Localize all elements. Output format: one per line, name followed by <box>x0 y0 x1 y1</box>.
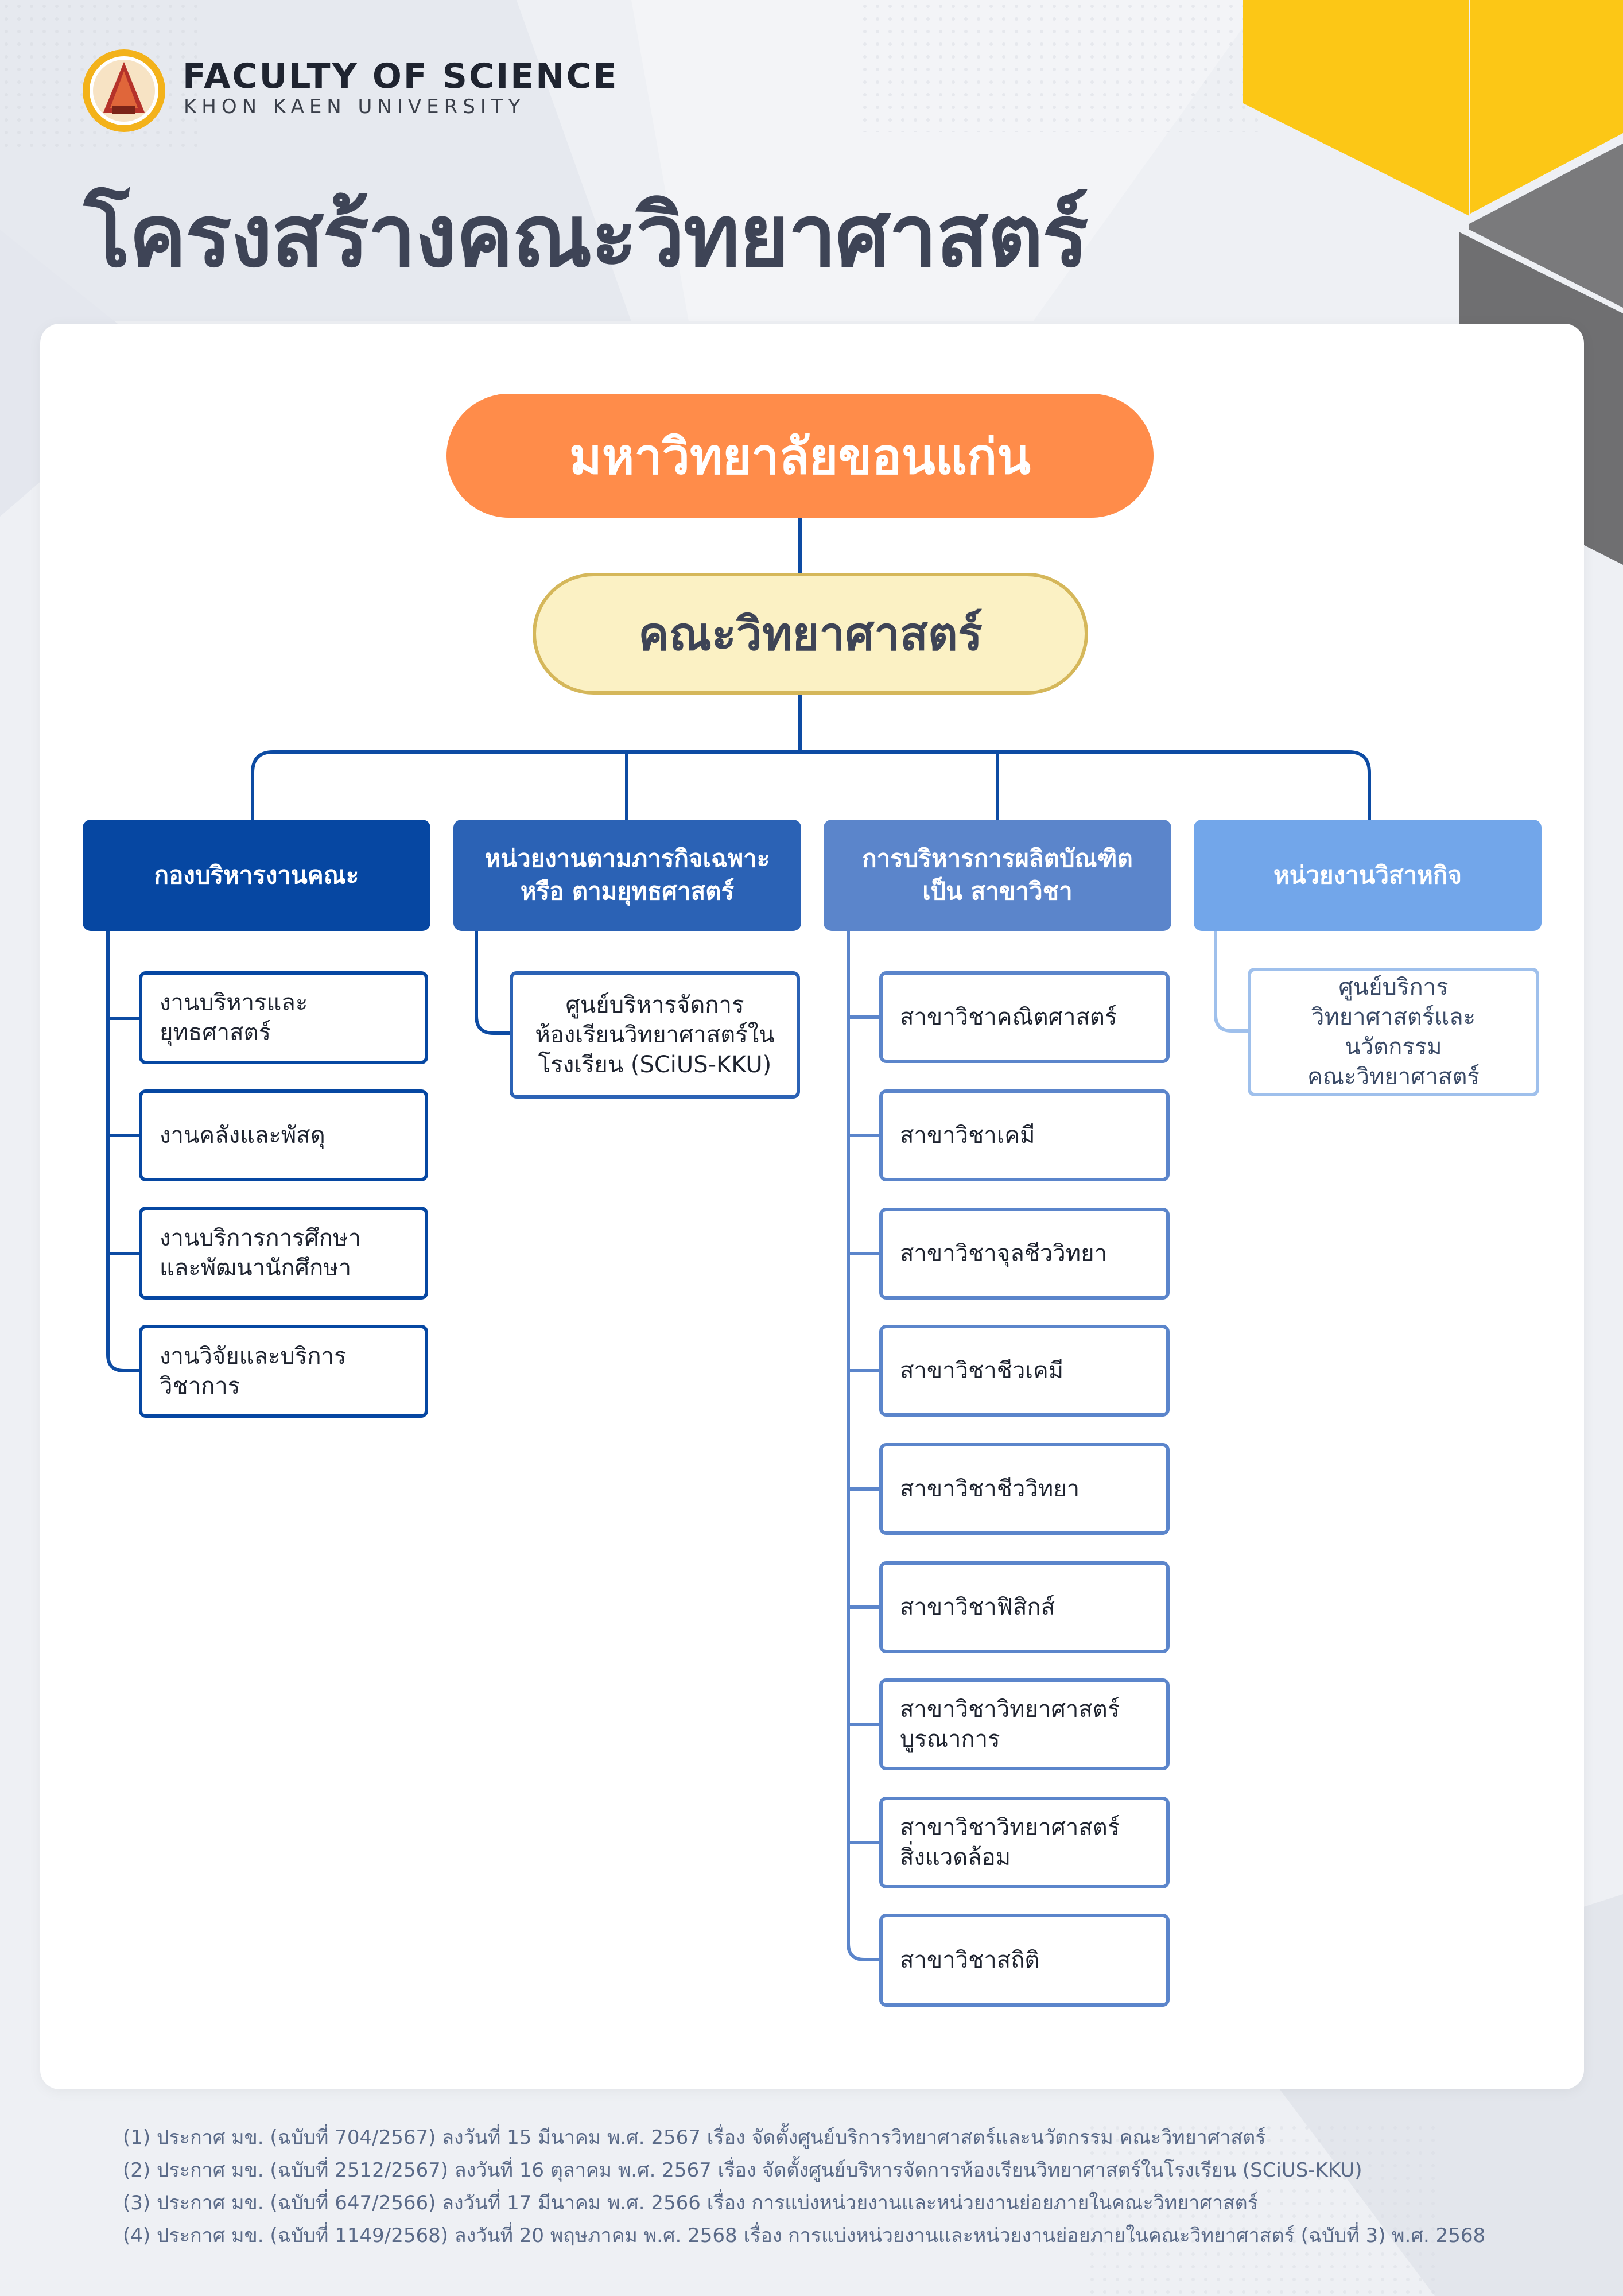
brand-subtitle: KHON KAEN UNIVERSITY <box>184 95 526 118</box>
division-strategic-units: หน่วยงานตามภารกิจเฉพาะ หรือ ตามยุทธศาสตร… <box>453 820 801 931</box>
unit-label: งานบริการการศึกษา และพัฒนานักศึกษา <box>160 1225 361 1281</box>
unit-label: สาขาวิชาวิทยาศาสตร์ บูรณาการ <box>900 1696 1120 1752</box>
unit-box: งานบริหารและยุทธศาสตร์ <box>139 971 428 1064</box>
division-administration: กองบริหารงานคณะ <box>83 820 430 931</box>
unit-box: งานวิจัยและบริการ วิชาการ <box>139 1325 428 1418</box>
unit-box: ศูนย์บริการ วิทยาศาสตร์และนวัตกรรม คณะวิ… <box>1248 968 1539 1096</box>
unit-label: ศูนย์บริหารจัดการ ห้องเรียนวิทยาศาสตร์ใน… <box>535 992 775 1078</box>
connector-division-2-units <box>475 929 512 1035</box>
brand-name: FACULTY OF SCIENCE <box>183 56 619 96</box>
unit-box: สาขาวิชาชีววิทยา <box>879 1443 1170 1535</box>
unit-label: สาขาวิชาชีวเคมี <box>900 1358 1064 1384</box>
unit-box: งานบริการการศึกษา และพัฒนานักศึกษา <box>139 1207 428 1300</box>
unit-box: ศูนย์บริหารจัดการ ห้องเรียนวิทยาศาสตร์ใน… <box>510 971 800 1099</box>
unit-label: สาขาวิชาฟิสิกส์ <box>900 1594 1055 1620</box>
yellow-block-right <box>1470 0 1623 214</box>
unit-box: สาขาวิชาวิทยาศาสตร์ บูรณาการ <box>879 1678 1170 1770</box>
unit-label: งานคลังและพัสดุ <box>160 1122 325 1149</box>
unit-label: สาขาวิชาชีววิทยา <box>900 1476 1080 1502</box>
unit-label: สาขาวิชาวิทยาศาสตร์ สิ่งแวดล้อม <box>900 1814 1120 1871</box>
gray-block-top <box>1469 144 1623 308</box>
unit-box: งานคลังและพัสดุ <box>139 1089 428 1181</box>
unit-box: สาขาวิชาชีวเคมี <box>879 1325 1170 1417</box>
unit-box: สาขาวิชาเคมี <box>879 1089 1170 1181</box>
unit-box: สาขาวิชาคณิตศาสตร์ <box>879 971 1170 1063</box>
division-label: หน่วยงานวิสาหกิจ <box>1273 860 1462 889</box>
unit-label: สาขาวิชาคณิตศาสตร์ <box>900 1004 1117 1030</box>
yellow-block <box>1243 0 1469 216</box>
unit-label: สาขาวิชาเคมี <box>900 1122 1035 1149</box>
unit-box: สาขาวิชาสถิติ <box>879 1914 1170 2007</box>
footnote: (4) ประกาศ มข. (ฉบับที่ 1149/2568) ลงวัน… <box>123 2224 1486 2247</box>
footnote: (1) ประกาศ มข. (ฉบับที่ 704/2567) ลงวันท… <box>123 2126 1266 2149</box>
unit-box: สาขาวิชาฟิสิกส์ <box>879 1561 1170 1653</box>
university-node: มหาวิทยาลัยขอนแก่น <box>446 394 1154 518</box>
unit-box: สาขาวิชาจุลชีววิทยา <box>879 1208 1170 1300</box>
connector-division-3-units <box>847 929 882 1961</box>
footnotes: (1) ประกาศ มข. (ฉบับที่ 704/2567) ลงวันท… <box>123 2122 1569 2252</box>
unit-label: งานวิจัยและบริการ วิชาการ <box>160 1343 347 1399</box>
unit-label: สาขาวิชาสถิติ <box>900 1947 1040 1973</box>
faculty-node: คณะวิทยาศาสตร์ <box>533 573 1088 695</box>
footnote: (2) ประกาศ มข. (ฉบับที่ 2512/2567) ลงวัน… <box>123 2159 1362 2182</box>
unit-box: สาขาวิชาวิทยาศาสตร์ สิ่งแวดล้อม <box>879 1797 1170 1888</box>
unit-label: ศูนย์บริการ วิทยาศาสตร์และนวัตกรรม คณะวิ… <box>1307 974 1480 1090</box>
division-label: กองบริหารงานคณะ <box>154 860 359 889</box>
footnote: (3) ประกาศ มข. (ฉบับที่ 647/2566) ลงวันท… <box>123 2192 1259 2214</box>
connector-bus <box>251 750 1371 821</box>
faculty-seal-logo <box>83 49 165 132</box>
page-title: โครงสร้างคณะวิทยาศาสตร์ <box>84 187 1089 286</box>
unit-label: งานบริหารและยุทธศาสตร์ <box>160 990 308 1046</box>
division-academic-departments: การบริหารการผลิตบัณฑิต เป็น สาขาวิชา <box>824 820 1171 931</box>
unit-label: สาขาวิชาจุลชีววิทยา <box>900 1240 1108 1267</box>
division-label: หน่วยงานตามภารกิจเฉพาะ หรือ ตามยุทธศาสตร… <box>484 844 770 905</box>
connector-division-1-units <box>106 929 142 1372</box>
division-enterprise-units: หน่วยงานวิสาหกิจ <box>1194 820 1542 931</box>
division-label: การบริหารการผลิตบัณฑิต เป็น สาขาวิชา <box>862 844 1133 905</box>
connector-division-4-units <box>1214 929 1251 1033</box>
